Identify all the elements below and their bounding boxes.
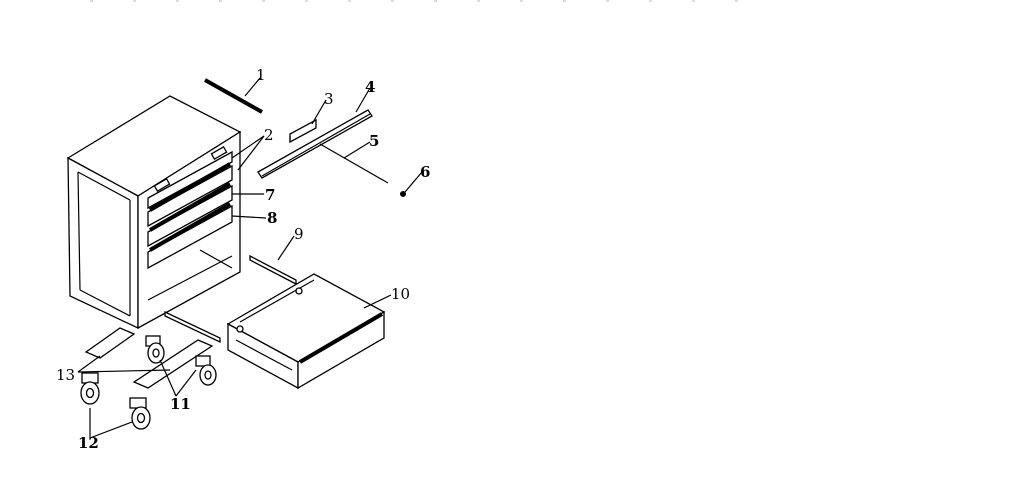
part-cabinet-body: [66, 95, 242, 330]
part-caster-plates: [84, 327, 214, 389]
callout-1: 1: [256, 66, 266, 84]
callout-4: 4: [365, 78, 375, 96]
callout-7: 7: [265, 186, 275, 204]
leader-lines: [77, 77, 423, 439]
part-screw: [400, 191, 406, 197]
callout-11: 11: [170, 395, 191, 413]
callout-2: 2: [264, 126, 274, 144]
callout-3: 3: [324, 90, 334, 108]
part-slide-rail: [249, 254, 297, 286]
callout-5: 5: [369, 132, 379, 150]
callout-6: 6: [420, 163, 430, 181]
callout-12: 12: [78, 434, 99, 452]
callout-13: 13: [56, 366, 75, 384]
part-bottom-rail: [164, 310, 221, 344]
part-rod: [319, 143, 389, 184]
callout-9: 9: [294, 225, 304, 243]
part-drawer-slide: [257, 109, 373, 179]
callout-labels: 1 2 3 4 5 6 7 8 9 10 11 12 13: [56, 66, 430, 452]
part-casters: [80, 335, 217, 430]
part-bracket: [289, 118, 317, 144]
callout-10: 10: [391, 285, 410, 303]
part-drawer: [226, 273, 386, 390]
callout-8: 8: [267, 209, 277, 227]
part-handle-bar: [204, 78, 263, 114]
